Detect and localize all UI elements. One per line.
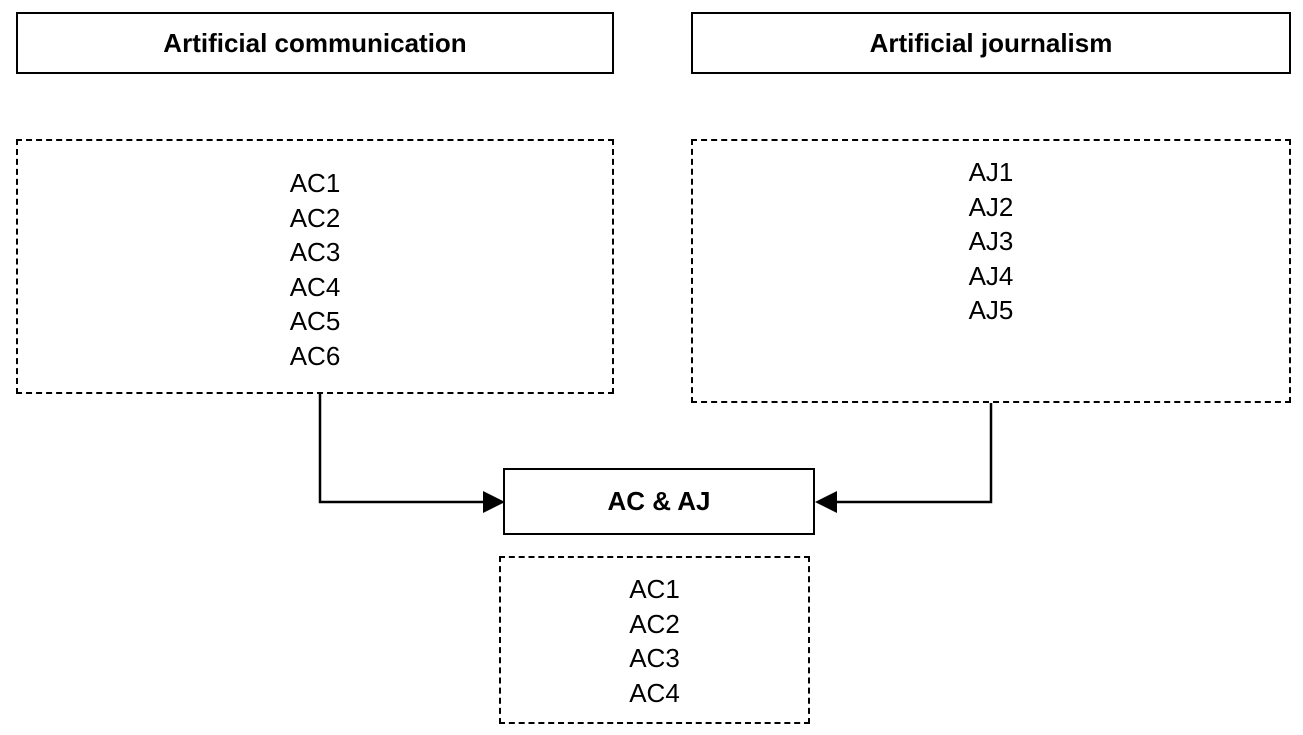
list-item: AC3	[629, 643, 680, 673]
list-item: AJ4	[968, 260, 1014, 291]
list-item: AC5	[289, 306, 341, 336]
list-item: AJ3	[968, 226, 1014, 256]
list-item: AC2	[289, 202, 341, 233]
header-label: Artificial communication	[163, 27, 467, 58]
list-item: AC2	[629, 608, 680, 639]
list-item: AC1	[289, 168, 341, 198]
arrow-left-to-center	[318, 393, 484, 504]
list-item: AJ1	[968, 157, 1014, 187]
list-item: AC4	[289, 271, 341, 302]
list-item: AC1	[629, 574, 680, 604]
arrow-right-to-center	[836, 402, 993, 504]
list-item: AC6	[289, 340, 341, 371]
list-item: AC4	[629, 677, 680, 708]
header-ac-and-aj: AC & AJ	[503, 468, 815, 535]
header-label: AC & AJ	[607, 486, 711, 516]
header-label: Artificial journalism	[869, 27, 1113, 58]
arrowhead-left	[483, 491, 505, 513]
list-item: AJ5	[968, 295, 1014, 325]
list-box-ac-and-aj: AC1 AC2 AC3 AC4	[499, 556, 810, 724]
list-box-artificial-communication: AC1 AC2 AC3 AC4 AC5 AC6	[16, 139, 614, 394]
list-box-artificial-journalism: AJ1 AJ2 AJ3 AJ4 AJ5	[691, 139, 1291, 403]
arrowhead-right	[815, 491, 837, 513]
header-artificial-communication: Artificial communication	[16, 12, 614, 74]
list-item: AJ2	[968, 191, 1014, 222]
header-artificial-journalism: Artificial journalism	[691, 12, 1291, 74]
list-item: AC3	[289, 237, 341, 267]
